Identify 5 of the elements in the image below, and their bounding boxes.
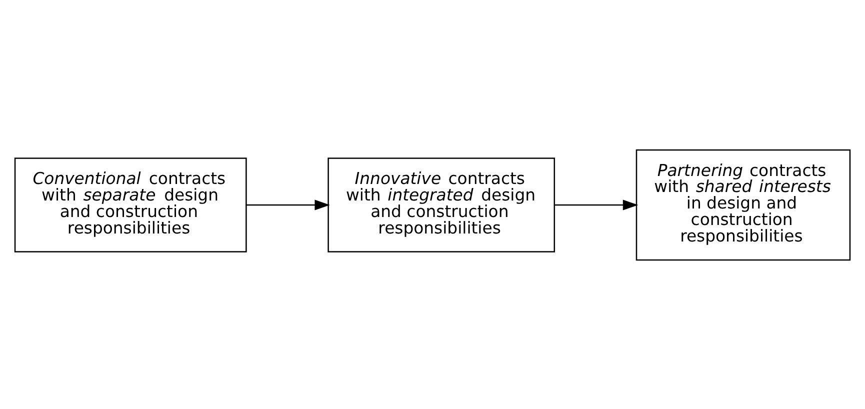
node-box: Conventional contracts with separate design and construction responsibilities <box>14 157 247 252</box>
arrow <box>246 199 330 210</box>
node-box: Innovative contracts with integrated design and construction responsibilities <box>328 157 556 252</box>
arrow <box>554 199 638 210</box>
node-box: Partnering contracts with shared interests in design and construction responsibilities <box>636 148 851 260</box>
